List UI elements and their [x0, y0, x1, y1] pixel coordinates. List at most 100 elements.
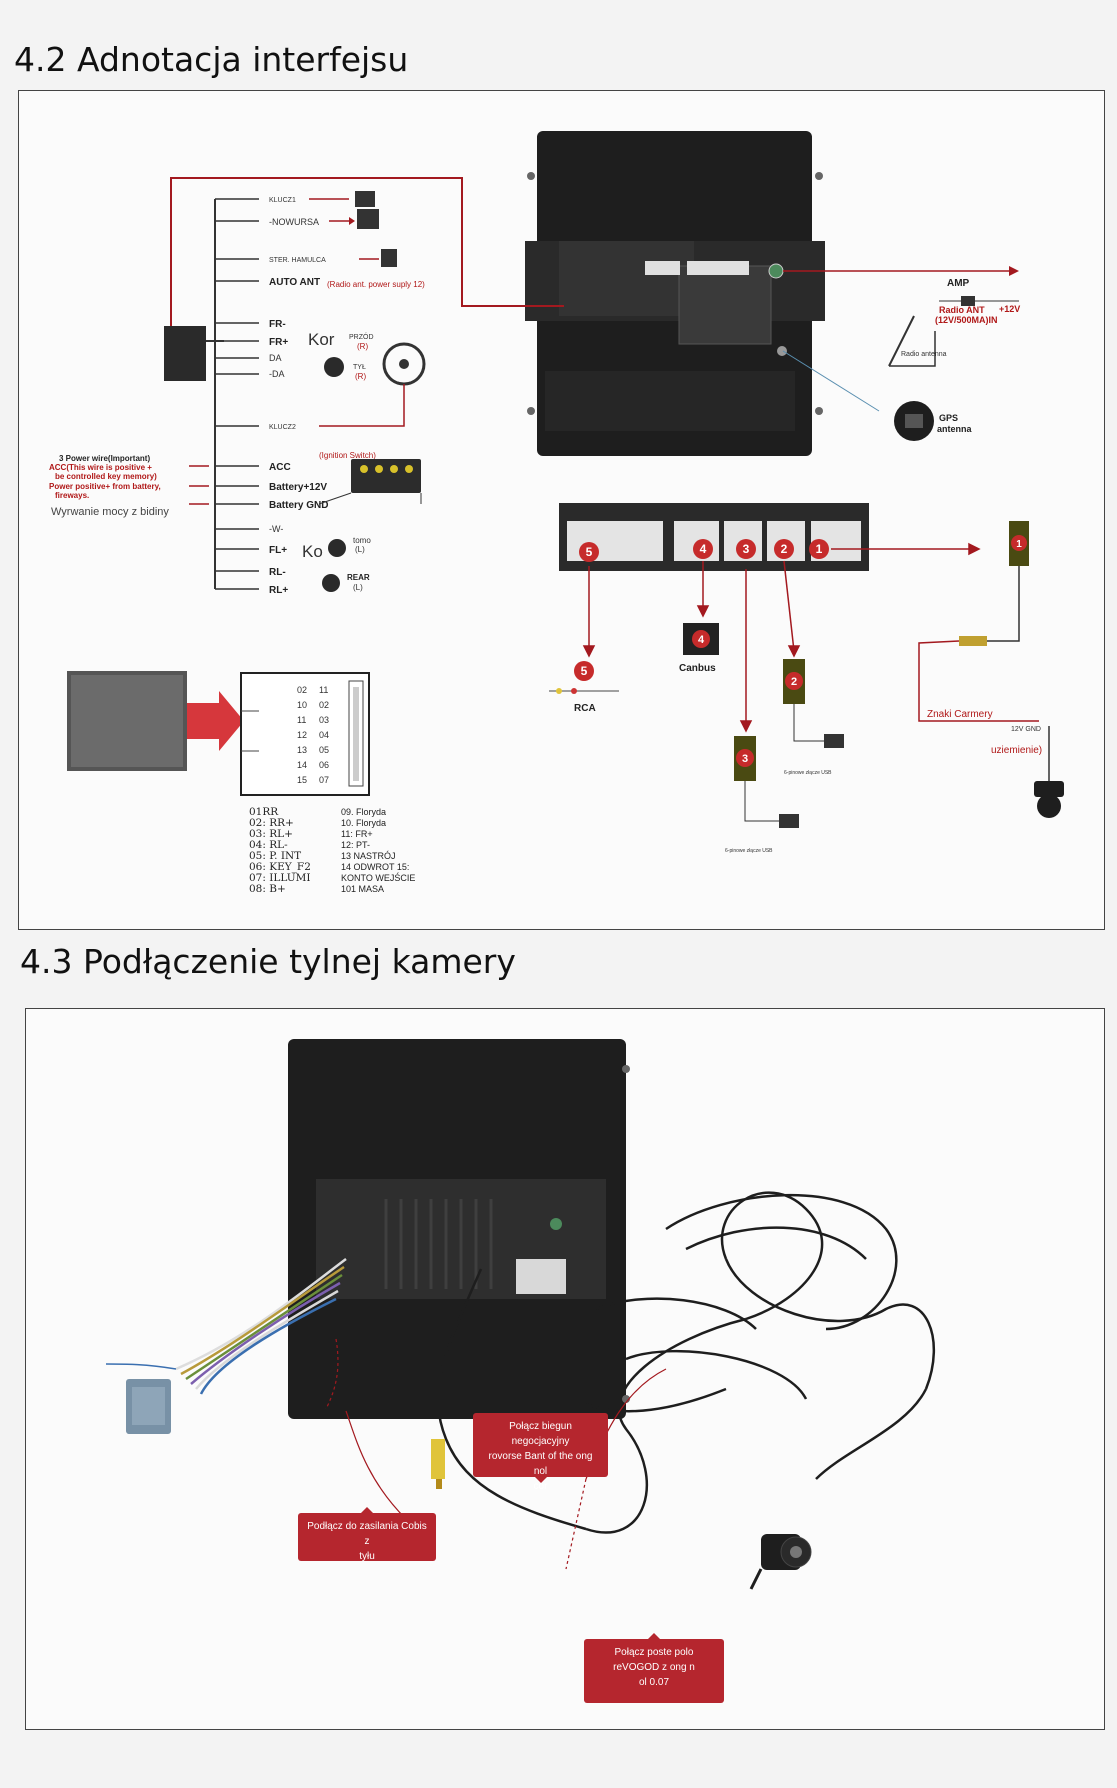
camera-device — [749, 1534, 812, 1590]
pin-item: 13 NASTRÓJ — [341, 851, 396, 861]
rear-speaker-r: (R) — [355, 372, 366, 381]
wire-label-auto-ant: AUTO ANT — [269, 277, 320, 288]
pin-item: 02: RR+ — [249, 817, 294, 829]
camera-port-number: 1 — [1016, 539, 1022, 550]
callout-negative-line-2: rovorse Bant of the ong nol — [488, 1451, 593, 1477]
rear-speaker-label: TYŁ — [353, 364, 366, 371]
acc-note-1: ACC(This wire is positive + — [49, 463, 152, 472]
grid-right-5: 06 — [319, 760, 329, 770]
section-title-rear-camera: 4.3 Podłączenie tylnej kamery — [20, 942, 516, 981]
grid-right-4: 05 — [319, 745, 329, 755]
wire-label-rl-plus: RL+ — [269, 585, 288, 596]
grid-right-6: 07 — [319, 775, 329, 785]
wire-label-klucz2: KLUCZ2 — [269, 424, 296, 431]
acc-note-4: fireways. — [55, 491, 89, 500]
port-badges: 5 4 3 2 1 — [579, 539, 829, 562]
usb-2-caption: 6-pinowe złącze USB — [784, 770, 832, 776]
acc-note-2: be controlled key memory) — [55, 472, 157, 481]
usb-3-number: 3 — [742, 753, 748, 765]
pinout-block — [67, 671, 370, 796]
port-block — [559, 503, 869, 571]
grid-left-1: 10 — [297, 700, 307, 710]
wyrwanie-label: Wyrwanie mocy z bidiny — [51, 506, 169, 518]
znaki-label: Znaki Carmery — [927, 709, 993, 720]
head-unit-rear — [525, 131, 825, 456]
wire-lines — [215, 198, 259, 590]
wire-label-w: -W- — [269, 524, 283, 534]
radio-ant-label: Radio ANT — [939, 305, 985, 315]
uziemienie-label: uziemienie) — [991, 745, 1042, 756]
grid-left-5: 14 — [297, 760, 307, 770]
grid-left-4: 13 — [297, 745, 307, 755]
pin-item: KONTO WEJŚCIE — [341, 873, 416, 883]
port-3-number: 3 — [743, 542, 750, 556]
harness-components: (Radio ant. power suply 12) Kor PRZÓD (R… — [302, 191, 426, 592]
radio-ant-spec: (12V/500MA)IN — [935, 315, 998, 325]
rca-connector: 5 RCA — [549, 661, 619, 714]
rear-left-l: (L) — [353, 583, 363, 592]
port-5-number: 5 — [586, 545, 593, 559]
canbus-box: 4 Canbus — [679, 623, 719, 674]
rca-plug — [431, 1439, 445, 1489]
wire-label-klucz1: KLUCZ1 — [269, 197, 296, 204]
callout-power: Podłącz do zasilania Cobis z tyłu — [298, 1507, 436, 1562]
canbus-number: 4 — [698, 634, 705, 646]
pin-item: 05: P. INT — [249, 850, 302, 862]
pin-item: 10. Floryda — [341, 818, 387, 828]
wire-label-battery-plus: Battery+12V — [269, 482, 327, 493]
left-speaker-big-label: Ko — [302, 542, 323, 561]
rear-camera-diagram — [105, 1039, 935, 1590]
port-4-number: 4 — [700, 542, 707, 556]
pin-item: 03: RL+ — [249, 828, 293, 840]
callout-negative-line-1: Połącz biegun negocjacyjny — [509, 1421, 572, 1447]
callout-positive-line-1: Połącz poste polo — [614, 1647, 694, 1658]
rear-left-label: REAR — [347, 573, 370, 582]
wire-label-da: DA — [269, 353, 282, 363]
interface-diagram-panel: KLUCZ1 -NOWURSA STER. HAMULCA AUTO ANT F… — [18, 90, 1105, 930]
ignition-switch-label: (Ignition Switch) — [319, 451, 376, 460]
callout-negative-pole: Połącz biegun negocjacyjny rovorse Bant … — [473, 1413, 608, 1492]
left-speaker-l: (L) — [355, 545, 365, 554]
usb-2-number: 2 — [791, 676, 797, 688]
wire-label-battery-gnd: Battery GND — [269, 500, 328, 511]
pin-item: 11: FR+ — [341, 829, 373, 839]
usb-2: 2 6-pinowe złącze USB — [783, 659, 844, 776]
wire-label-nowursa: -NOWURSA — [269, 217, 319, 227]
harness-bundle — [164, 177, 564, 589]
port-connections — [582, 542, 981, 733]
grid-left-6: 15 — [297, 775, 307, 785]
wire-label-rl-minus: RL- — [269, 567, 286, 578]
callout-power-line-1: Podłącz do zasilania Cobis z — [307, 1521, 427, 1547]
gps-label: GPS — [939, 413, 958, 423]
interface-diagram: KLUCZ1 -NOWURSA STER. HAMULCA AUTO ANT F… — [49, 131, 1064, 854]
callout-negative-line-3: cor — [533, 1481, 548, 1492]
rear-camera-panel: Połącz biegun negocjacyjny rovorse Bant … — [25, 1008, 1105, 1730]
pin-item: 08: B+ — [249, 883, 286, 895]
acc-notes: 3 Power wire(Important) ACC(This wire is… — [49, 454, 209, 518]
wire-label-fl-plus: FL+ — [269, 545, 287, 556]
head-unit-rear-2 — [288, 1039, 630, 1419]
grid-right-0: 11 — [319, 685, 328, 695]
grid-left-0: 02 — [297, 685, 307, 695]
gnd-label: 12V GND — [1011, 726, 1041, 733]
wire-label-brake: STER. HAMULCA — [269, 257, 326, 264]
camera-cable — [436, 1191, 935, 1534]
front-speaker-big-label: Kor — [308, 330, 335, 349]
pinout-grid: 02 10 11 12 13 14 15 11 02 03 04 05 06 0… — [297, 685, 329, 785]
wire-label-da-minus: -DA — [269, 369, 285, 379]
pinout-list: 01RR 02: RR+ 03: RL+ 04: RL- 05: P. INT … — [249, 807, 449, 907]
grid-right-3: 04 — [319, 730, 329, 740]
pin-item: 14 ODWROT 15: — [341, 862, 410, 872]
gps-label-2: antenna — [937, 424, 973, 434]
pin-item: 06: KEY_F2 — [249, 861, 311, 873]
callout-power-line-2: tyłu — [359, 1551, 375, 1562]
pinout-col-1: 01RR 02: RR+ 03: RL+ 04: RL- 05: P. INT … — [249, 807, 311, 895]
front-speaker-r: (R) — [357, 342, 368, 351]
callout-positive-pole: Połącz poste polo reVOGOD z ong n ol 0.0… — [584, 1633, 724, 1703]
wire-label-fr-plus: FR+ — [269, 337, 288, 348]
rca-number: 5 — [581, 664, 588, 678]
grid-right-1: 02 — [319, 700, 329, 710]
pin-item: 12: PT- — [341, 840, 371, 850]
callout-positive-line-2: reVOGOD z ong n — [613, 1662, 695, 1673]
pin-item: 07: ILLUMI — [249, 872, 311, 884]
